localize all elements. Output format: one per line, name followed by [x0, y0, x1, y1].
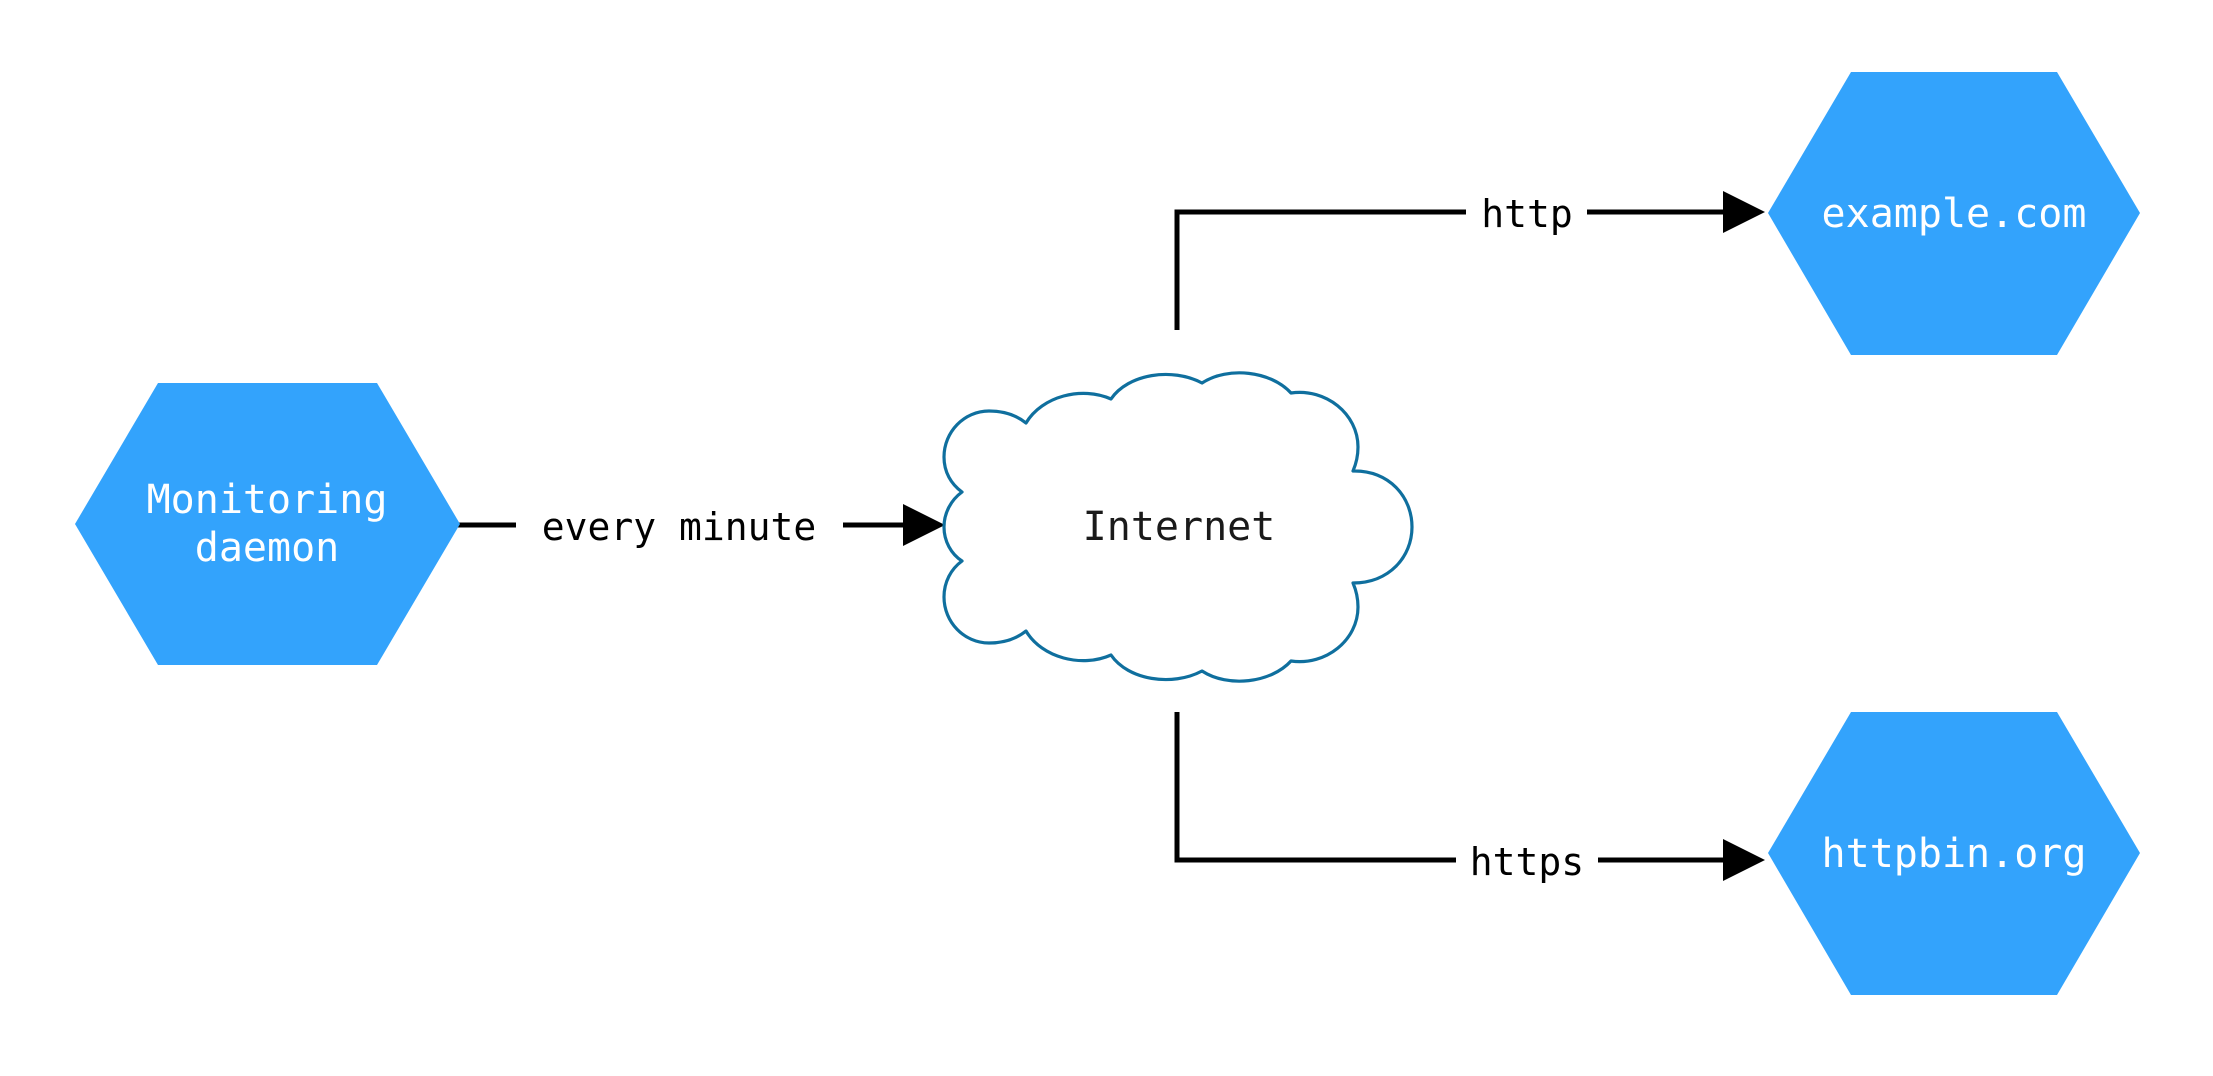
internet-cloud-shape: [942, 371, 1414, 683]
edge-internet-to-example-arrowhead: [1723, 191, 1765, 233]
edge-internet-to-httpbin-arrowhead: [1723, 839, 1765, 881]
edge-daemon-to-internet[interactable]: every minute: [450, 504, 945, 549]
edge-label-every-minute: every minute: [542, 505, 817, 549]
edge-internet-to-httpbin[interactable]: https: [1174, 712, 1765, 884]
edge-label-https: https: [1470, 840, 1584, 884]
example-com-label: example.com: [1822, 191, 2087, 237]
edge-internet-to-example-elbow: [1174, 209, 1466, 330]
httpbin-org-hexagon-shape: [1768, 712, 2140, 995]
edge-internet-to-httpbin-elbow: [1174, 712, 1456, 863]
node-httpbin-org[interactable]: httpbin.org: [1768, 712, 2140, 995]
edge-internet-to-example[interactable]: http: [1174, 191, 1765, 330]
monitoring-daemon-hexagon-shape: [75, 383, 460, 665]
node-monitoring-daemon[interactable]: Monitoring daemon: [75, 383, 460, 665]
internet-label: Internet: [1083, 504, 1276, 550]
node-example-com[interactable]: example.com: [1768, 72, 2140, 355]
example-com-hexagon-shape: [1768, 72, 2140, 355]
edge-daemon-to-internet-arrowhead: [903, 504, 945, 546]
node-internet[interactable]: Internet: [942, 371, 1414, 683]
monitoring-daemon-label-line2: daemon: [195, 525, 340, 571]
monitoring-daemon-label-line1: Monitoring: [147, 477, 388, 523]
httpbin-org-label: httpbin.org: [1822, 831, 2087, 877]
edge-label-http: http: [1481, 192, 1573, 236]
